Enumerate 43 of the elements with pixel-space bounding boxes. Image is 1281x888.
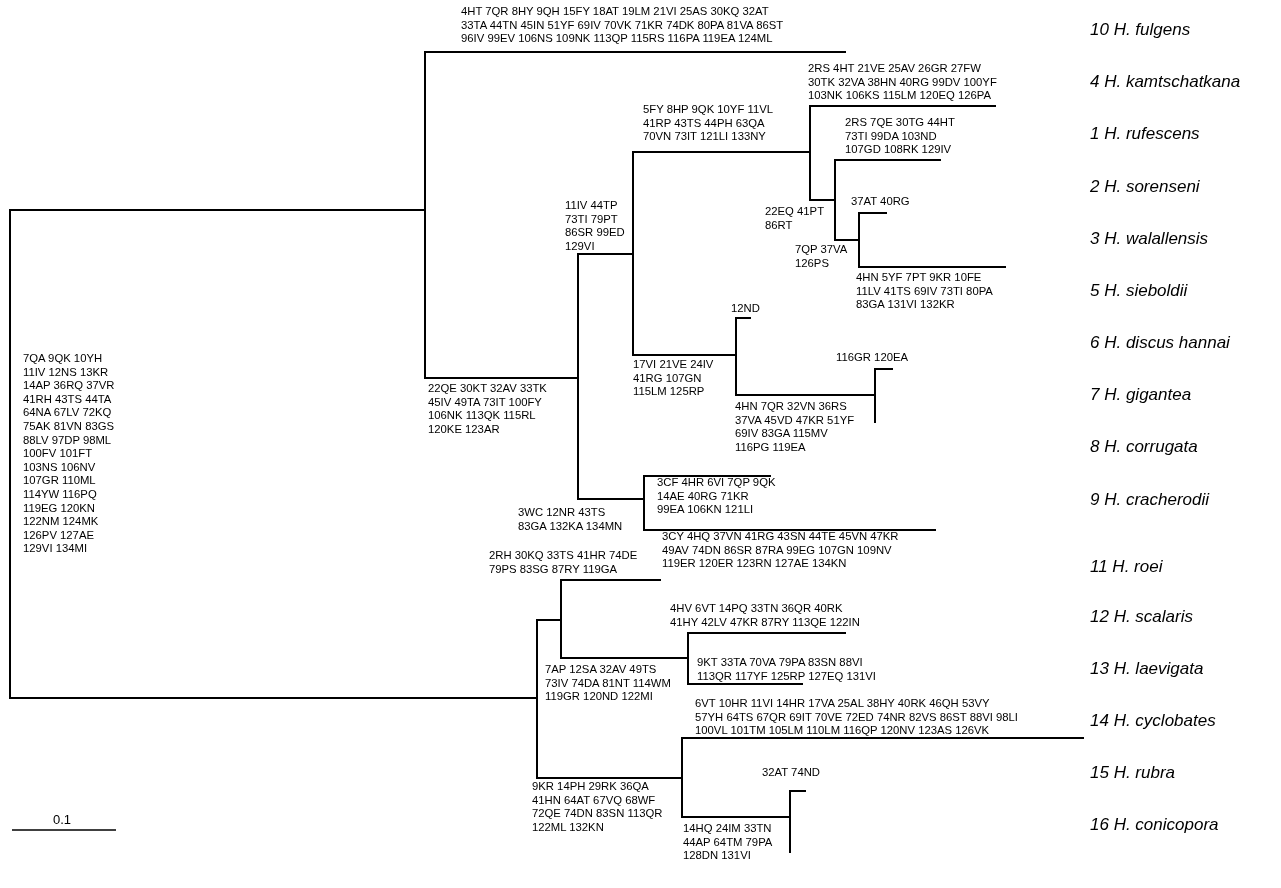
taxon-label: 5 H. sieboldii: [1090, 281, 1188, 301]
taxon-label: 2 H. sorenseni: [1090, 177, 1200, 197]
taxon-label: 13 H. laevigata: [1090, 659, 1204, 679]
mutation-list: 4HT 7QR 8HY 9QH 15FY 18AT 19LM 21VI 25AS 30KQ 32AT 33TA 44TN 45IN 51YF 69IV 70VK 71KR 74DK 80PA 81VA 86ST 96IV 99EV 106NS 109NK 113QP 115RS 116PA 119EA 124ML: [461, 5, 784, 46]
mutation-list: 2RS 7QE 30TG 44HT 73TI 99DA 103ND 107GD 108RK 129IV: [845, 116, 955, 157]
mutation-list: 3WC 12NR 43TS 83GA 132KA 134MN: [518, 506, 623, 534]
taxon-label: 9 H. cracherodii: [1090, 490, 1210, 510]
mutation-list: 2RS 4HT 21VE 25AV 26GR 27FW 30TK 32VA 38HN 40RG 99DV 100YF 103NK 106KS 115LM 120EQ 126PA: [808, 62, 997, 103]
taxon-label: 10 H. fulgens: [1090, 20, 1191, 40]
mutation-list: 2RH 30KQ 33TS 41HR 74DE 79PS 83SG 87RY 119GA: [489, 549, 638, 577]
mutation-list: 9KR 14PH 29RK 36QA 41HN 64AT 67VQ 68WF 72QE 74DN 83SN 113QR 122ML 132KN: [532, 780, 663, 835]
mutation-list: 12ND: [731, 302, 760, 316]
mutation-list: 11IV 44TP 73TI 79PT 86SR 99ED 129VI: [565, 199, 625, 254]
mutation-list: 14HQ 24IM 33TN 44AP 64TM 79PA 128DN 131VI: [683, 822, 773, 863]
mutation-list: 4HN 5YF 7PT 9KR 10FE 11LV 41TS 69IV 73TI 80PA 83GA 131VI 132KR: [856, 271, 993, 312]
mutation-list: 22EQ 41PT 86RT: [765, 205, 825, 233]
mutation-list: 3CF 4HR 6VI 7QP 9QK 14AE 40RG 71KR 99EA 106KN 121LI: [657, 476, 776, 517]
taxon-label: 1 H. rufescens: [1090, 124, 1200, 144]
mutation-list: 17VI 21VE 24IV 41RG 107GN 115LM 125RP: [633, 358, 714, 399]
mutation-list: 4HN 7QR 32VN 36RS 37VA 45VD 47KR 51YF 69IV 83GA 115MV 116PG 119EA: [735, 400, 855, 455]
mutation-list: 7AP 12SA 32AV 49TS 73IV 74DA 81NT 114WM 119GR 120ND 122MI: [545, 663, 671, 704]
mutation-list: 9KT 33TA 70VA 79PA 83SN 88VI 113QR 117YF 125RP 127EQ 131VI: [697, 656, 876, 684]
mutation-list: 32AT 74ND: [762, 766, 820, 780]
taxon-label: 6 H. discus hannai: [1090, 333, 1230, 353]
scale-label: 0.1: [53, 812, 72, 827]
mutation-list: 7QA 9QK 10YH 11IV 12NS 13KR 14AP 36RQ 37VR 41RH 43TS 44TA 64NA 67LV 72KQ 75AK 81VN 83GS 88LV 97DP 98ML 100FV 101FT 103NS 106NV 107GR 110ML 114YW 116PQ 119EG 120KN 122NM 124MK 126PV 127AE 129VI 134MI: [23, 352, 115, 556]
mutation-list: 3CY 4HQ 37VN 41RG 43SN 44TE 45VN 47KR 49AV 74DN 86SR 87RA 99EG 107GN 109NV 119ER 120ER 123RN 127AE 134KN: [662, 530, 899, 571]
mutation-list: 4HV 6VT 14PQ 33TN 36QR 40RK 41HY 42LV 47KR 87RY 113QE 122IN: [670, 602, 860, 630]
taxon-label: 15 H. rubra: [1090, 763, 1176, 783]
taxon-label: 7 H. gigantea: [1090, 385, 1192, 405]
mutation-list: 5FY 8HP 9QK 10YF 11VL 41RP 43TS 44PH 63QA 70VN 73IT 121LI 133NY: [643, 103, 773, 144]
taxon-label: 4 H. kamtschatkana: [1090, 72, 1241, 92]
mutation-list: 22QE 30KT 32AV 33TK 45IV 49TA 73IT 100FY 106NK 113QK 115RL 120KE 123AR: [428, 382, 547, 437]
taxon-label: 14 H. cyclobates: [1090, 711, 1216, 731]
taxon-label: 8 H. corrugata: [1090, 437, 1198, 457]
mutation-list: 116GR 120EA: [836, 351, 908, 365]
taxon-label: 11 H. roei: [1090, 557, 1163, 577]
taxon-label: 16 H. conicopora: [1090, 815, 1219, 835]
mutation-list: 6VT 10HR 11VI 14HR 17VA 25AL 38HY 40RK 46QH 53VY 57YH 64TS 67QR 69IT 70VE 72ED 74NR 82VS 86ST 88VI 98LI 100VL 101TM 105LM 110LM 116QP 120NV 123AS 126VK: [695, 697, 1018, 738]
mutation-list: 7QP 37VA 126PS: [795, 243, 848, 271]
taxon-label: 12 H. scalaris: [1090, 607, 1193, 627]
taxon-label: 3 H. walallensis: [1090, 229, 1209, 249]
mutation-list: 37AT 40RG: [851, 195, 910, 209]
